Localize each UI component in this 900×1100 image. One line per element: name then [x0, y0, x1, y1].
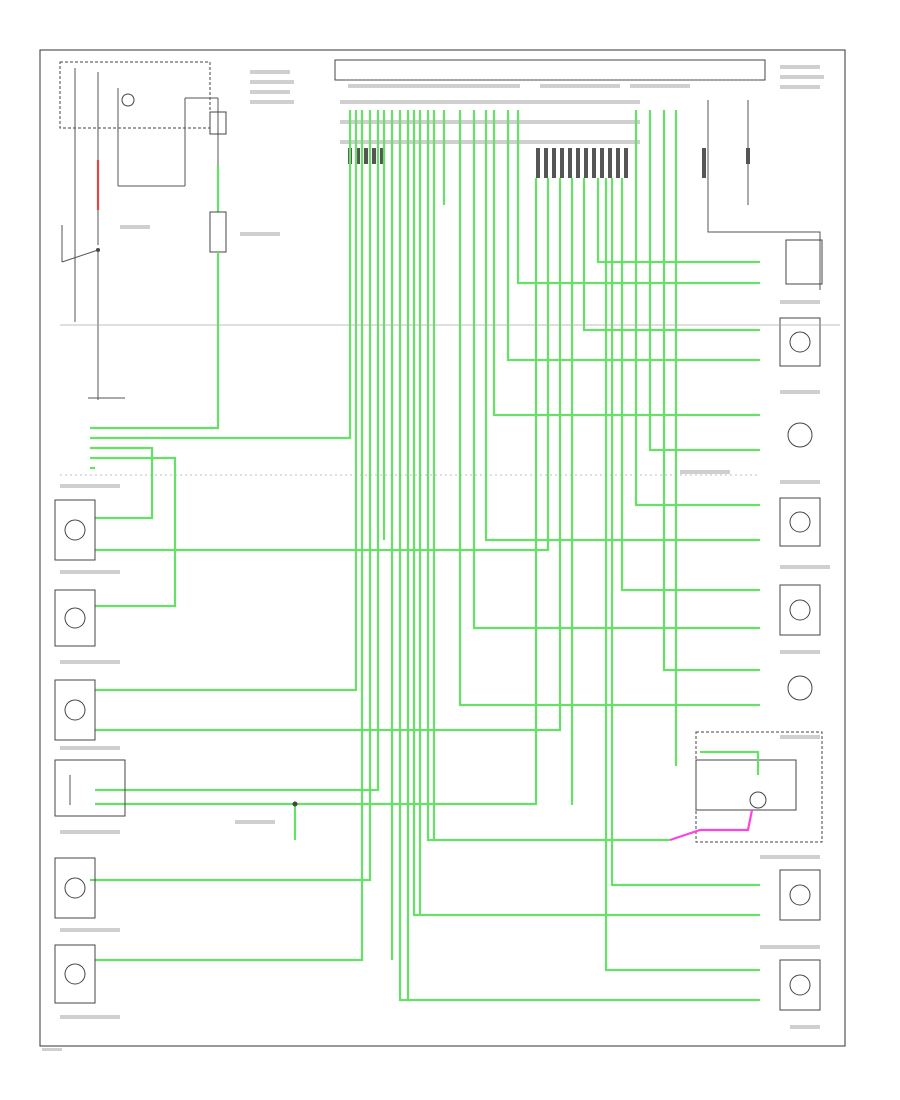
right-components — [779, 317, 821, 1011]
fuse-relay-block — [59, 61, 227, 322]
ground-wire — [707, 100, 821, 290]
warning-module — [669, 731, 823, 843]
cluster-wire-bundle — [90, 110, 760, 1002]
left-components — [54, 499, 126, 1004]
left-switch-wires — [90, 446, 177, 608]
label-marks — [42, 65, 830, 1051]
warning-pink-wire — [669, 809, 754, 842]
light-switch — [61, 225, 125, 400]
diagram-frame — [39, 49, 846, 1047]
cluster-connector — [334, 59, 766, 144]
guide-lines — [60, 324, 840, 476]
